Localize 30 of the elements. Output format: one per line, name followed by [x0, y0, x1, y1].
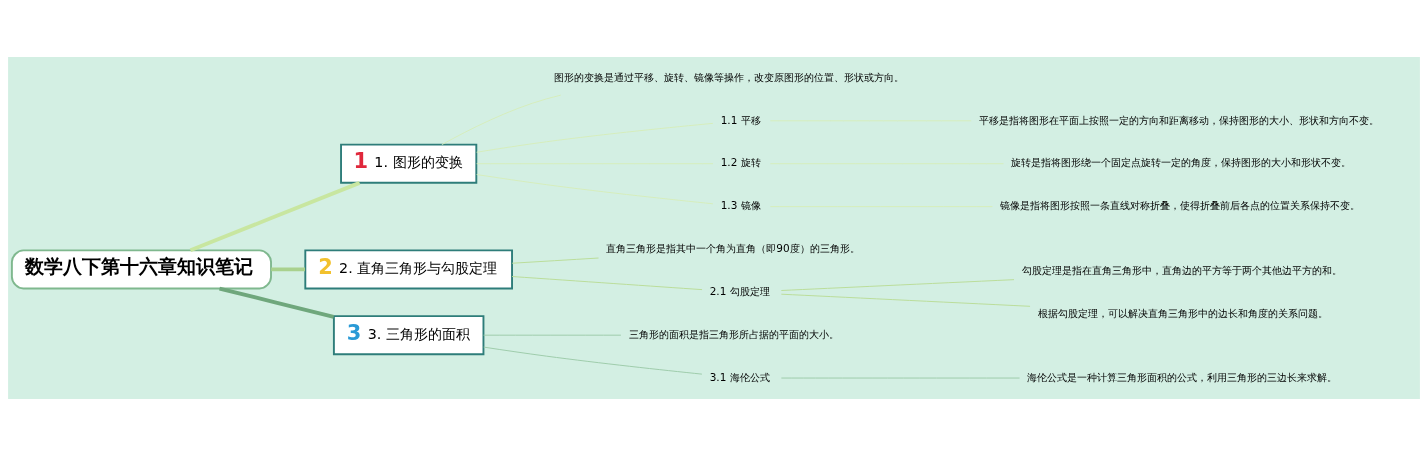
connector [780, 278, 1015, 291]
node-text: 三角形的面积是指三角形所占据的平面的大小。 [628, 327, 839, 340]
node-box: 1 1. 图形的变换 [340, 143, 478, 184]
node-text: 勾股定理是指在直角三角形中，直角边的平方等于两个其他边平方的和。 [1021, 263, 1342, 276]
connector [769, 205, 993, 207]
node-text: 直角三角形是指其中一个角为直角（即90度）的三角形。 [606, 241, 860, 254]
node-text: 1.3 镜像 [720, 198, 761, 211]
connector [219, 286, 335, 319]
node-text: 海伦公式是一种计算三角形面积的公式，利用三角形的三边长来求解。 [1027, 370, 1338, 383]
connector [271, 267, 306, 271]
connector [476, 173, 714, 204]
node-text: 根据勾股定理，可以解决直角三角形中的边长和角度的关系问题。 [1037, 306, 1328, 319]
connector [441, 94, 562, 145]
node-box: 数学八下第十六章知识笔记 [10, 248, 272, 289]
node-text: 2.1 勾股定理 [709, 284, 770, 297]
node-text: 旋转是指将图形绕一个固定点旋转一定的角度，保持图形的大小和形状不变。 [1011, 155, 1352, 168]
connector [780, 293, 1031, 307]
node-text: 镜像是指将图形按照一条直线对称折叠，使得折叠前后各点的位置关系保持不变。 [1000, 198, 1361, 211]
connector [476, 122, 714, 153]
node-text: 1.1 平移 [720, 112, 761, 125]
node-text: 3.1 海伦公式 [709, 370, 770, 383]
node-box: 2 2. 直角三角形与勾股定理 [304, 248, 513, 289]
node-text: 1.2 旋转 [720, 155, 761, 168]
connector [511, 275, 703, 290]
node-box: 3 3. 三角形的面积 [332, 314, 485, 355]
node-text: 图形的变换是通过平移、旋转、镜像等操作，改变原图形的位置、形状或方向。 [553, 70, 904, 83]
connector [511, 257, 600, 264]
connector [483, 334, 622, 336]
connector [189, 180, 361, 252]
connector [483, 346, 703, 375]
